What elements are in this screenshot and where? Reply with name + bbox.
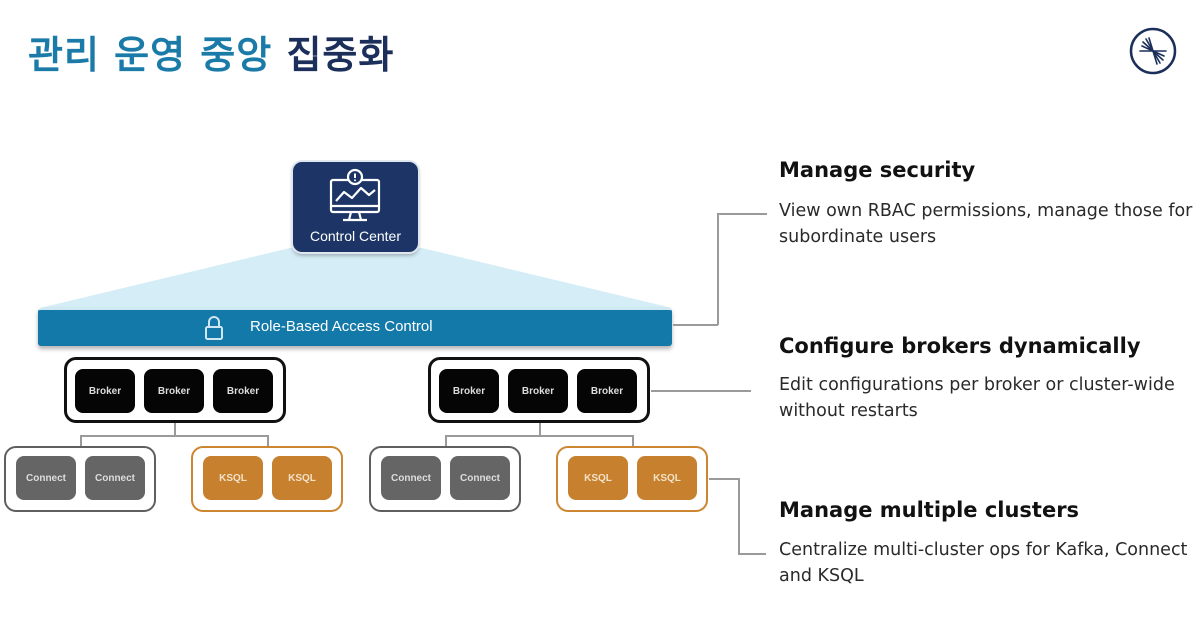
connect-node: Connect (16, 456, 76, 500)
connect-group-1: Connect Connect (4, 446, 156, 512)
connector-line (445, 435, 447, 446)
ksql-node: KSQL (203, 456, 263, 500)
broker-node: Broker (577, 369, 637, 413)
broker-node: Broker (439, 369, 499, 413)
monitor-alert-icon (329, 168, 381, 222)
callout-line-clusters (709, 478, 739, 480)
page-title: 관리 운영 중앙 집중화 (28, 24, 394, 79)
page-title-part2: 집중화 (286, 33, 395, 77)
callout-line-security (717, 213, 767, 215)
control-center-label: Control Center (309, 228, 402, 244)
broker-node: Broker (213, 369, 273, 413)
feature-title-clusters: Manage multiple clusters (779, 498, 1080, 522)
connector-line (539, 423, 541, 436)
ksql-node: KSQL (568, 456, 628, 500)
callout-line-brokers (651, 390, 751, 392)
connector-line (80, 435, 268, 437)
ksql-node: KSQL (637, 456, 697, 500)
callout-line-clusters (738, 478, 740, 554)
connector-line (80, 435, 82, 446)
connector-line (445, 435, 633, 437)
callout-line-security (717, 213, 719, 325)
connect-node: Connect (381, 456, 441, 500)
connect-group-2: Connect Connect (369, 446, 521, 512)
feature-title-brokers: Configure brokers dynamically (779, 334, 1141, 358)
callout-line-security (673, 324, 718, 326)
feature-desc-brokers: Edit configurations per broker or cluste… (779, 375, 1175, 421)
connect-node: Connect (85, 456, 145, 500)
broker-node: Broker (144, 369, 204, 413)
feature-desc-security: View own RBAC permissions, manage those … (779, 201, 1193, 247)
control-center-node: Control Center (293, 162, 418, 252)
broker-group-1: Broker Broker Broker (64, 357, 286, 423)
ksql-group-2: KSQL KSQL (556, 446, 708, 512)
ksql-group-1: KSQL KSQL (191, 446, 343, 512)
connector-line (632, 435, 634, 446)
rbac-bar: Role-Based Access Control (38, 308, 672, 346)
broker-group-2: Broker Broker Broker (428, 357, 650, 423)
confluent-logo-icon (1129, 27, 1177, 75)
rbac-label: Role-Based Access Control (250, 318, 433, 335)
broker-node: Broker (75, 369, 135, 413)
connector-line (174, 423, 176, 436)
broker-node: Broker (508, 369, 568, 413)
connector-line (267, 435, 269, 446)
feature-title-security: Manage security (779, 158, 976, 182)
access-cone (40, 248, 672, 308)
ksql-node: KSQL (272, 456, 332, 500)
connect-node: Connect (450, 456, 510, 500)
feature-desc-clusters: Centralize multi-cluster ops for Kafka, … (779, 540, 1188, 586)
callout-line-clusters (738, 553, 766, 555)
page-title-part1: 관리 운영 중앙 (28, 33, 273, 77)
lock-icon (205, 316, 223, 340)
